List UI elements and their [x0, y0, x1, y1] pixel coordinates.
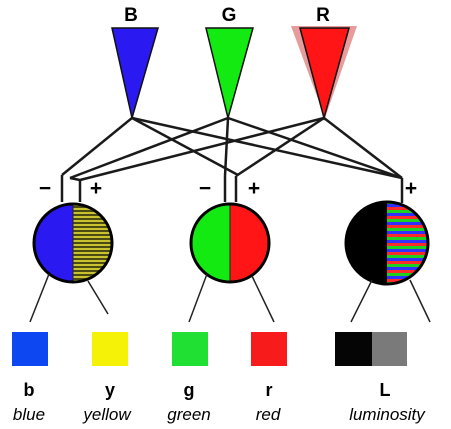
channel3-plus-sign: +	[405, 177, 417, 200]
output-code-r: r	[265, 380, 272, 400]
luminosity-dark-swatch	[335, 332, 372, 366]
green-red-opponent-cell	[189, 202, 271, 284]
input-label-r: R	[316, 5, 330, 26]
wiring	[60, 116, 404, 203]
luminosity-gray-swatch	[372, 332, 407, 366]
luminosity-cell	[344, 200, 430, 286]
output-code-g: g	[184, 380, 195, 400]
green-swatch	[172, 332, 208, 366]
output-name-luminosity: luminosity	[349, 405, 426, 424]
blue-cone-triangle	[111, 27, 159, 119]
channel1-plus-sign: +	[90, 177, 102, 200]
channel1-minus-sign: −	[39, 177, 51, 200]
input-label-b: B	[124, 5, 138, 26]
output-lines	[29, 273, 431, 323]
output-name-green: green	[167, 405, 210, 424]
blue-yellow-opponent-cell	[32, 202, 114, 284]
output-code-l: L	[380, 380, 391, 400]
blue-swatch	[12, 332, 48, 366]
output-code-b: b	[24, 380, 35, 400]
red-swatch	[251, 332, 287, 366]
output-name-yellow: yellow	[82, 405, 132, 424]
output-name-red: red	[256, 405, 281, 424]
channel2-plus-sign: +	[248, 177, 260, 200]
channel2-minus-sign: −	[199, 177, 211, 200]
red-cone-triangle	[299, 27, 350, 121]
output-code-y: y	[105, 380, 115, 400]
yellow-swatch	[92, 332, 128, 366]
output-name-blue: blue	[13, 405, 45, 424]
green-cone-triangle	[205, 27, 254, 121]
input-label-g: G	[222, 5, 237, 26]
